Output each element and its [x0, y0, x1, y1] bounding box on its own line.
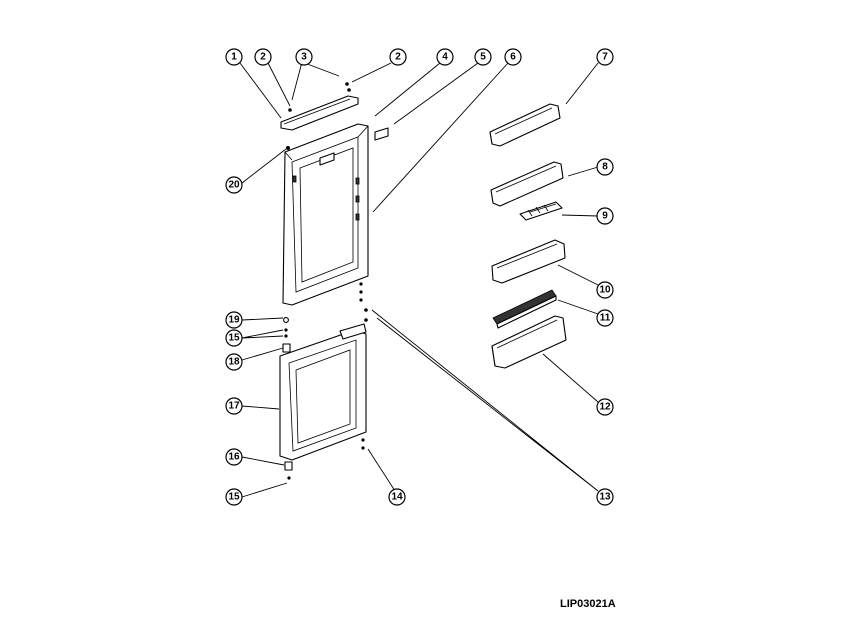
callout-10: 10	[596, 281, 614, 299]
callout-17: 17	[225, 397, 243, 415]
svg-text:9: 9	[602, 211, 608, 222]
callout-16: 16	[225, 448, 243, 466]
shelf-8	[490, 161, 564, 207]
svg-text:20: 20	[228, 180, 240, 191]
svg-text:13: 13	[599, 492, 611, 503]
svg-text:11: 11	[600, 313, 611, 324]
callout-9: 9	[596, 207, 614, 225]
svg-text:3: 3	[301, 52, 307, 63]
svg-text:15: 15	[228, 333, 240, 344]
callout-8: 8	[596, 158, 614, 176]
upper-door	[280, 82, 389, 322]
svg-text:18: 18	[228, 357, 240, 368]
svg-text:19: 19	[228, 315, 240, 326]
svg-text:12: 12	[599, 402, 611, 413]
svg-text:15: 15	[228, 492, 240, 503]
svg-text:10: 10	[599, 285, 611, 296]
svg-text:17: 17	[228, 401, 240, 412]
svg-text:2: 2	[260, 52, 266, 63]
svg-text:1: 1	[231, 52, 237, 63]
callout-12: 12	[596, 398, 614, 416]
shelf-12	[491, 315, 567, 369]
svg-text:16: 16	[228, 452, 240, 463]
callout-5: 5	[474, 48, 492, 66]
svg-text:6: 6	[510, 52, 516, 63]
svg-text:7: 7	[602, 52, 608, 63]
callout-18: 18	[225, 353, 243, 371]
callout-11: 11	[596, 309, 614, 327]
svg-text:2: 2	[395, 52, 401, 63]
svg-text:14: 14	[391, 492, 403, 503]
svg-text:8: 8	[602, 162, 608, 173]
egg-tray-9	[519, 201, 563, 221]
svg-text:4: 4	[442, 52, 448, 63]
callout-4: 4	[436, 48, 454, 66]
callout-20: 20	[225, 176, 243, 194]
svg-text:5: 5	[480, 52, 486, 63]
shelf-7	[489, 103, 561, 147]
callout-6: 6	[504, 48, 522, 66]
callout-1: 1	[225, 48, 243, 66]
callout-2: 2	[389, 48, 407, 66]
callout-3: 3	[295, 48, 313, 66]
callout-7: 7	[596, 48, 614, 66]
callout-15: 15	[225, 329, 243, 347]
callout-13: 13	[596, 488, 614, 506]
callout-14: 14	[388, 488, 406, 506]
callout-2: 2	[254, 48, 272, 66]
callout-15: 15	[225, 488, 243, 506]
drawing-reference: LIP03021A	[560, 598, 616, 610]
callout-19: 19	[225, 311, 243, 329]
bottle-rack-11	[492, 289, 557, 329]
shelf-10	[491, 239, 566, 284]
lower-door	[279, 317, 367, 480]
